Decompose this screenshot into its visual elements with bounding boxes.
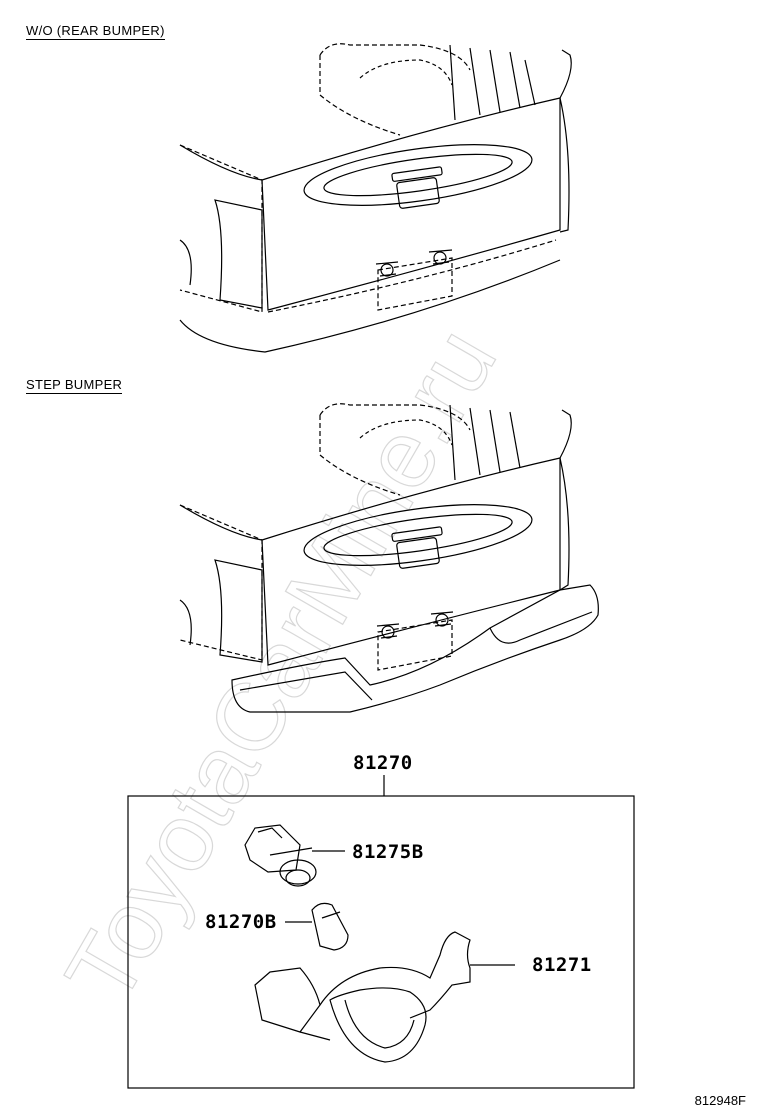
bulb-drawing: [311, 902, 349, 951]
figure-id: 812948F: [694, 1093, 746, 1108]
assembly-box: [127, 795, 635, 1089]
lamp-body-drawing: [254, 931, 471, 1063]
part-number-lamp-body: 81271: [532, 954, 592, 976]
socket-drawing: [244, 824, 317, 887]
part-number-bulb: 81270B: [205, 911, 277, 933]
section-label-step-bumper: STEP BUMPER: [26, 377, 123, 394]
section-label-wo-rear-bumper: W/O (REAR BUMPER): [26, 23, 165, 40]
part-number-socket: 81275B: [352, 841, 424, 863]
part-number-assembly: 81270: [353, 752, 413, 774]
